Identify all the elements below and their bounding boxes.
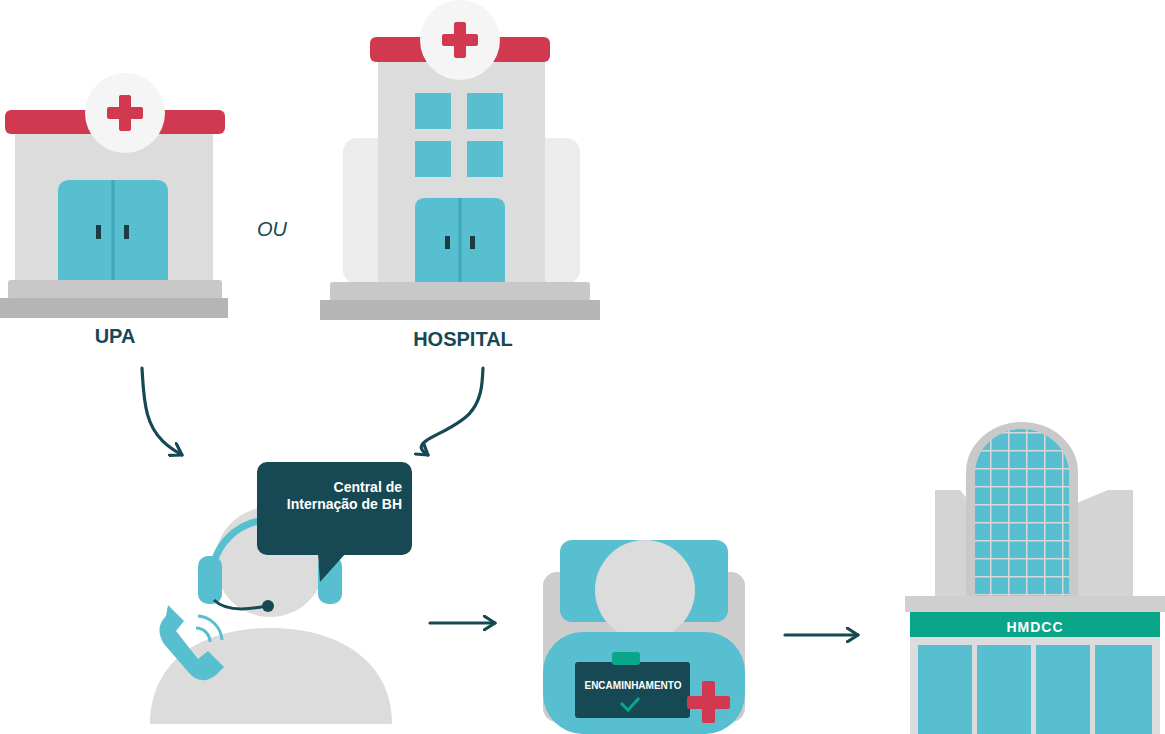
- operator-figure: [150, 462, 412, 724]
- flow-arrow: [421, 368, 483, 455]
- hospital-node: HOSPITAL: [318, 0, 610, 368]
- referral-node: ENCAMINHAMENTO: [495, 530, 785, 725]
- patient-figure: [543, 540, 745, 734]
- or-label: OU: [257, 218, 287, 241]
- hmdcc-building: [905, 422, 1165, 734]
- bubble-text: Central de Internação de BH: [260, 479, 402, 513]
- hospital-building: [320, 0, 600, 320]
- sign-text: HMDCC: [910, 619, 1160, 636]
- building-label: HOSPITAL: [318, 327, 608, 351]
- flow-arrow: [430, 621, 495, 624]
- hmdcc-node: HMDCC: [858, 415, 1165, 734]
- upa-node: UPA: [0, 60, 232, 368]
- flow-arrow: [785, 633, 858, 636]
- upa-building: [0, 73, 228, 318]
- clipboard-text: ENCAMINHAMENTO: [573, 680, 693, 692]
- flow-arrow: [142, 368, 182, 455]
- building-label: UPA: [0, 324, 230, 348]
- central-node: Central de Internação de BH: [140, 455, 430, 725]
